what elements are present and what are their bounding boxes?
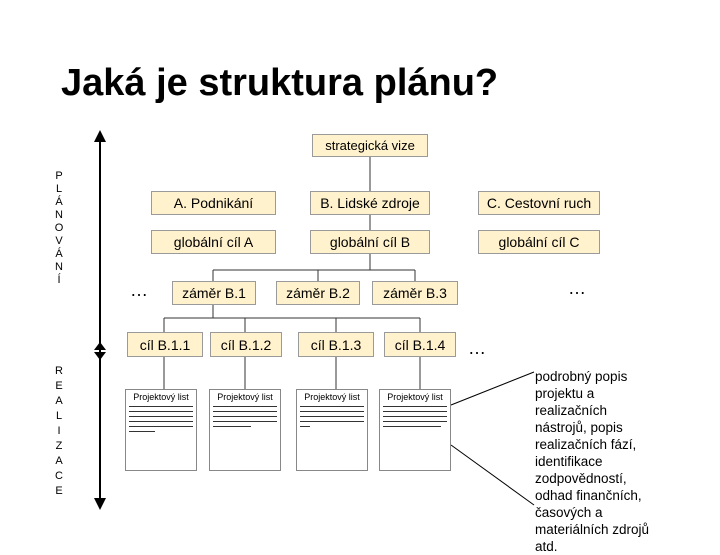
sheet-line [213, 421, 277, 424]
target-label: cíl B.1.1 [139, 336, 191, 353]
goal-box-a: globální cíl A [151, 230, 276, 254]
target-label: cíl B.1.3 [310, 336, 362, 353]
ellipsis-left: … [130, 280, 148, 300]
realization-letter: R [55, 365, 63, 377]
planning-letter: Á [55, 196, 63, 208]
sheet-line [300, 426, 310, 429]
sheet-line [129, 421, 193, 424]
sheet-line [300, 416, 364, 419]
target-box-b12: cíl B.1.2 [210, 332, 282, 357]
intent-box-b1: záměr B.1 [172, 281, 256, 305]
goal-label: globální cíl C [498, 234, 580, 250]
realization-letter: I [57, 425, 61, 437]
realization-letter: A [55, 455, 63, 467]
project-sheet-title: Projektový list [387, 392, 443, 402]
realization-letter: A [55, 395, 63, 407]
sheet-line [129, 431, 155, 434]
area-box-b: B. Lidské zdroje [310, 191, 430, 215]
target-box-b13: cíl B.1.3 [298, 332, 374, 357]
ellipsis-right: … [568, 278, 586, 298]
vision-label: strategická vize [325, 138, 415, 153]
sheet-line [129, 411, 193, 414]
planning-letter: N [55, 209, 63, 221]
sheet-line [383, 411, 447, 414]
project-sheet-title: Projektový list [217, 392, 273, 402]
target-box-b11: cíl B.1.1 [127, 332, 203, 357]
vision-box: strategická vize [312, 134, 428, 157]
sheet-line [213, 416, 277, 419]
sheet-line [213, 406, 277, 409]
planning-letter: N [55, 261, 63, 273]
planning-letter: P [55, 170, 63, 182]
target-label: cíl B.1.2 [220, 336, 272, 353]
project-sheet: Projektový list [125, 389, 197, 471]
intent-label: záměr B.1 [182, 285, 246, 301]
target-label: cíl B.1.4 [394, 336, 446, 353]
ellipsis-targets: … [468, 338, 486, 358]
realization-letter: L [55, 410, 63, 422]
target-box-b14: cíl B.1.4 [384, 332, 456, 357]
connector-lines [94, 130, 535, 510]
goal-box-c: globální cíl C [478, 230, 600, 254]
goal-box-b: globální cíl B [310, 230, 430, 254]
page-title: Jaká je struktura plánu? [61, 62, 499, 104]
intent-box-b2: záměr B.2 [276, 281, 360, 305]
planning-letter: Í [57, 274, 61, 286]
sheet-line [383, 426, 441, 429]
project-sheet: Projektový list [296, 389, 368, 471]
goal-label: globální cíl A [173, 234, 254, 250]
area-label: C. Cestovní ruch [486, 195, 592, 211]
realization-letter: E [55, 485, 63, 497]
realization-letter: Z [55, 440, 63, 452]
intent-label: záměr B.2 [286, 285, 350, 301]
sheet-line [213, 426, 252, 429]
area-label: B. Lidské zdroje [320, 195, 420, 211]
planning-letter: L [55, 183, 63, 195]
intent-box-b3: záměr B.3 [372, 281, 458, 305]
realization-letter: C [55, 470, 63, 482]
sheet-line [383, 416, 447, 419]
sheet-line [129, 426, 193, 429]
sheet-line [383, 406, 447, 409]
sheet-line [300, 411, 364, 414]
project-sheet-title: Projektový list [133, 392, 189, 402]
planning-letter: O [54, 222, 64, 234]
area-box-c: C. Cestovní ruch [478, 191, 600, 215]
sheet-line [383, 421, 447, 424]
sheet-line [213, 411, 277, 414]
project-sheet: Projektový list [209, 389, 281, 471]
realization-letter: E [55, 380, 63, 392]
planning-letter: Á [55, 248, 63, 260]
planning-letter: V [55, 235, 63, 247]
goal-label: globální cíl B [329, 234, 411, 250]
project-sheet: Projektový list [379, 389, 451, 471]
sheet-line [129, 406, 193, 409]
project-sheet-title: Projektový list [304, 392, 360, 402]
sheet-line [129, 416, 193, 419]
area-box-a: A. Podnikání [151, 191, 276, 215]
project-sheet-description: podrobný popis projektu a realizačních n… [535, 369, 650, 554]
sheet-line [300, 406, 364, 409]
intent-label: záměr B.3 [383, 285, 447, 301]
area-label: A. Podnikání [173, 195, 254, 211]
sheet-line [300, 421, 364, 424]
